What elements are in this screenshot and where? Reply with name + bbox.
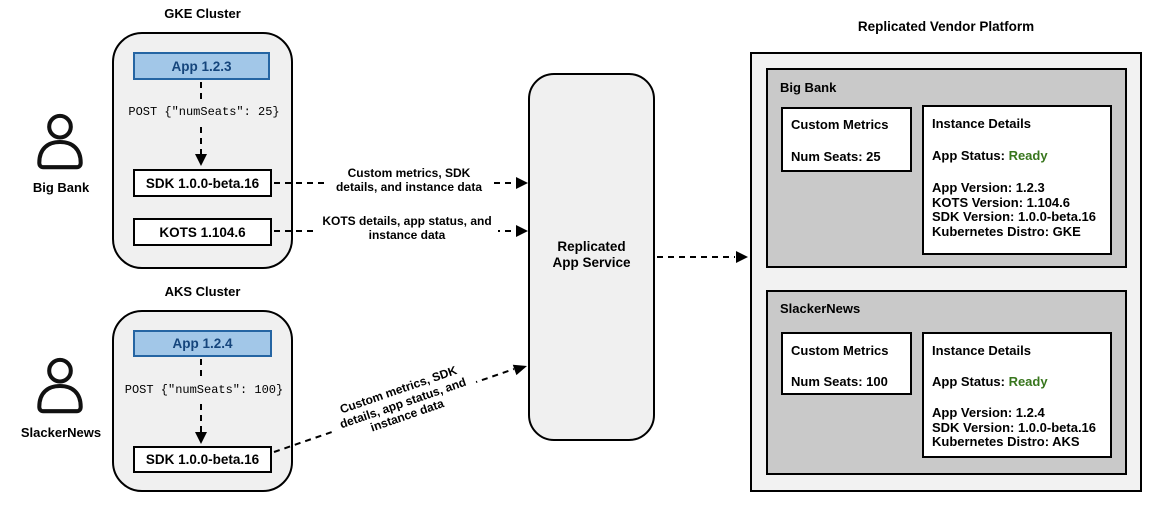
app-version-label: App 1.2.3 bbox=[171, 58, 232, 74]
post-numseats-label: POST {"numSeats": 25} bbox=[128, 105, 280, 119]
detail-line: App Version: 1.2.4 bbox=[932, 405, 1045, 420]
kots-version-label: KOTS 1.104.6 bbox=[159, 224, 246, 240]
kots-node: KOTS 1.104.6 bbox=[133, 218, 272, 246]
detail-line: SDK Version: 1.0.0-beta.16 bbox=[932, 419, 1097, 435]
group-name-label: SlackerNews bbox=[780, 301, 861, 316]
sdk-version-label: SDK 1.0.0-beta.16 bbox=[145, 175, 260, 191]
sdk-node: SDK 1.0.0-beta.16 bbox=[133, 446, 272, 473]
app-status-label: App Status: bbox=[932, 374, 1009, 389]
app-version-node: App 1.2.3 bbox=[133, 52, 270, 80]
custom-metrics-title: Custom Metrics bbox=[791, 343, 889, 358]
arrowhead-icon bbox=[516, 177, 528, 189]
platform-title: Replicated Vendor Platform bbox=[857, 19, 1035, 34]
post-numseats-label: POST {"numSeats": 100} bbox=[124, 383, 284, 397]
user-icon bbox=[37, 357, 83, 414]
cluster-title: GKE Cluster bbox=[164, 6, 241, 21]
arrowhead-icon bbox=[736, 251, 748, 263]
app-status-line: App Status: Ready bbox=[932, 374, 1048, 389]
custom-metrics-box: Custom Metrics Num Seats: 25 bbox=[781, 107, 912, 172]
edge-label-slackernews-sdk: Custom metrics, SDK details, app status,… bbox=[324, 359, 482, 448]
user-icon bbox=[37, 113, 83, 170]
instance-details-title: Instance Details bbox=[932, 343, 1031, 358]
custom-metrics-title: Custom Metrics bbox=[791, 117, 889, 132]
group-name-label: Big Bank bbox=[780, 80, 837, 95]
app-status-value: Ready bbox=[1008, 148, 1048, 163]
detail-line: App Version: 1.2.3 bbox=[932, 180, 1045, 195]
arrowhead-icon bbox=[516, 225, 528, 237]
detail-line: KOTS Version: 1.104.6 bbox=[932, 194, 1071, 210]
app-status-label: App Status: bbox=[932, 148, 1009, 163]
service-label: Replicated App Service bbox=[552, 239, 631, 270]
custom-metrics-box: Custom Metrics Num Seats: 100 bbox=[781, 332, 912, 395]
edge-label-bigbank-sdk: Custom metrics, SDK details, and instanc… bbox=[329, 166, 489, 194]
num-seats-value: Num Seats: 100 bbox=[791, 374, 888, 389]
sdk-version-label: SDK 1.0.0-beta.16 bbox=[145, 452, 260, 467]
arrowhead-icon bbox=[512, 364, 527, 376]
cluster-title: AKS Cluster bbox=[164, 284, 241, 299]
instance-details-title: Instance Details bbox=[932, 116, 1031, 131]
app-version-node: App 1.2.4 bbox=[133, 330, 272, 357]
instance-details-box: Instance Details App Status: Ready App V… bbox=[922, 105, 1112, 255]
customer-name-label: Big Bank bbox=[32, 180, 90, 195]
app-status-value: Ready bbox=[1008, 374, 1048, 389]
replicated-app-service-box bbox=[528, 73, 655, 441]
sdk-node: SDK 1.0.0-beta.16 bbox=[133, 169, 272, 197]
edge-label-bigbank-kots: KOTS details, app status, and instance d… bbox=[316, 214, 498, 242]
detail-line: SDK Version: 1.0.0-beta.16 bbox=[932, 209, 1097, 224]
instance-details-box: Instance Details App Status: Ready App V… bbox=[922, 332, 1112, 458]
app-version-label: App 1.2.4 bbox=[172, 336, 233, 351]
app-status-line: App Status: Ready bbox=[932, 148, 1048, 163]
num-seats-value: Num Seats: 25 bbox=[791, 149, 881, 164]
customer-name-label: SlackerNews bbox=[20, 425, 102, 440]
detail-line: Kubernetes Distro: AKS bbox=[932, 434, 1080, 449]
detail-line: Kubernetes Distro: GKE bbox=[932, 223, 1081, 239]
